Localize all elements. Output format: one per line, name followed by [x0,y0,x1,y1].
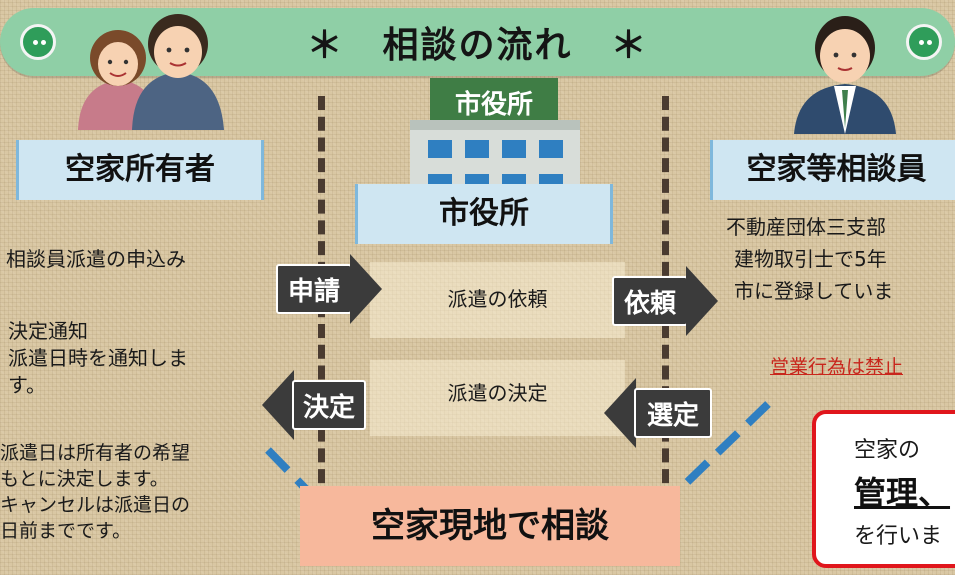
city-decision-text: 派遣の決定 [447,381,548,405]
request-row-band [370,262,625,338]
notice-line1: 空家の [854,438,921,463]
consultant-person-icon [794,16,896,134]
dots-icon-right [906,24,942,60]
lane-divider-right [662,96,669,566]
notice-line2: 管理、 [854,474,951,512]
select-arrow-body: 選定 [634,388,712,438]
onsite-consultation-box: 空家現地で相談 [300,486,680,566]
page-title: ＊ 相談の流れ ＊ [306,25,649,66]
owner-notice-title: 決定通知 [8,319,88,343]
notice-line3: を行いま [854,524,943,549]
owner-note-line3: キャンセルは派遣日の [0,494,191,516]
consultant-info-line2: 建物取引士で5年 [734,247,887,271]
request-arrow-body: 依頼 [612,276,688,326]
consultant-info-line1: 不動産団体三支部 [726,215,886,239]
owner-notice-line3: す。 [8,373,46,397]
owner-notice-line2: 派遣日時を通知しま [8,346,188,370]
consultant-info-line3: 市に登録していま [734,279,894,303]
owner-role-label: 空家所有者 [16,140,264,200]
decision-row-band [370,360,625,436]
city-request-text: 派遣の依頼 [447,287,548,311]
owner-note-line4: 日前までです。 [0,520,132,542]
owner-note-line1: 派遣日は所有者の希望 [0,442,191,464]
decide-arrow-body: 決定 [292,380,366,430]
select-arrow-head-icon [604,378,636,448]
decide-arrow-head-icon [262,370,294,440]
dots-icon-left [20,24,56,60]
lane-divider-left [318,96,325,566]
apply-arrow-head-icon [350,254,382,324]
request-arrow-head-icon [686,266,718,336]
city-role-label: 市役所 [355,184,613,244]
owner-apply-text: 相談員派遣の申込み [6,247,186,271]
city-building-sign: 市役所 [454,90,533,120]
notice-box: 空家の 管理、 を行いま [812,410,955,568]
consultant-role-label: 空家等相談員 [710,140,955,200]
consultant-warning: 営業行為は禁止 [770,356,904,378]
owner-couple-icon [78,14,224,130]
owner-note-line2: もとに決定します。 [0,468,169,490]
